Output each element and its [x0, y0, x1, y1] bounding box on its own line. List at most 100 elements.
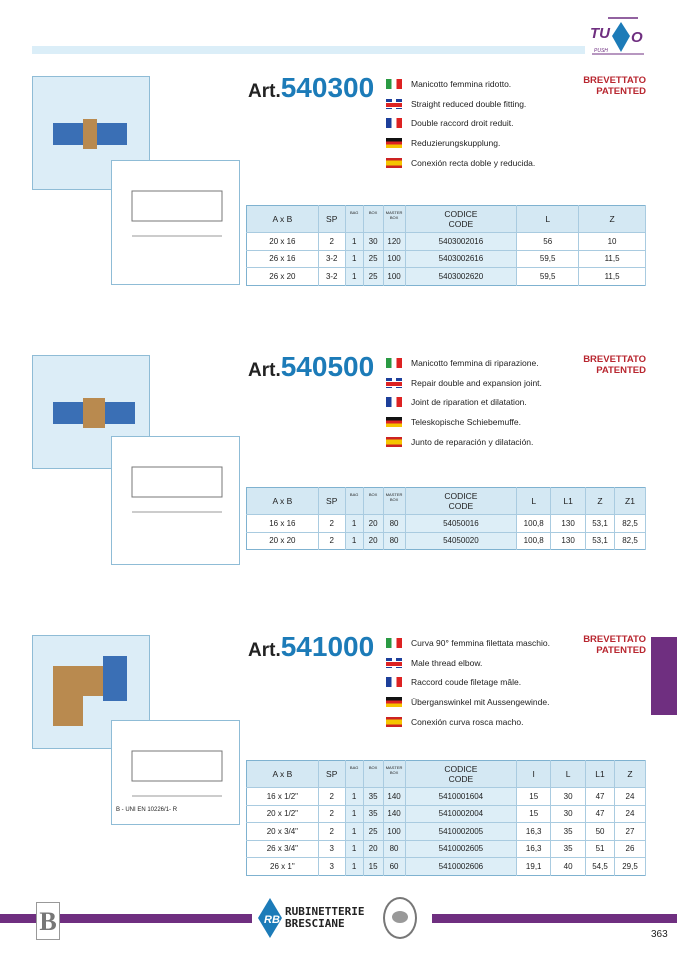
table-cell: 35 [550, 822, 587, 840]
flag-uk-icon [386, 98, 402, 109]
product-photo [32, 635, 150, 749]
column-header: L1 [585, 760, 615, 788]
descriptions: Curva 90° femmina filettata maschio.Male… [386, 633, 550, 731]
description-uk: Repair double and expansion joint. [386, 373, 542, 393]
table-cell: 20 x 1/2" [246, 804, 319, 823]
svg-text:TU: TU [590, 25, 611, 42]
table-cell: 100,8 [516, 514, 552, 532]
table-cell: 5403002016 [405, 232, 518, 250]
column-header: BOX [363, 487, 384, 515]
description-it: Manicotto femmina ridotto. [386, 74, 535, 94]
table-cell: 140 [383, 787, 406, 805]
flag-it-icon [386, 637, 402, 648]
column-header: L [516, 487, 552, 515]
flag-fr-icon [386, 677, 402, 688]
product-photo [32, 76, 150, 190]
flag-es-icon [386, 716, 402, 727]
footer-bar-right [432, 914, 677, 923]
table-cell: 54,5 [585, 857, 615, 875]
table-cell: 2 [318, 531, 346, 550]
table-cell: 2 [318, 232, 346, 250]
table-cell: 5410002606 [405, 857, 518, 875]
table-cell: 20 x 16 [246, 232, 319, 250]
table-cell: 3 [318, 839, 346, 858]
iso-certification-seal [383, 897, 417, 939]
table-cell: 54050020 [405, 531, 518, 550]
description-de: Überganswinkel mit Aussengewinde. [386, 692, 550, 712]
table-cell: 59,5 [516, 249, 580, 268]
table-cell: 16,3 [516, 839, 552, 858]
description-de: Teleskopische Schiebemuffe. [386, 412, 542, 432]
column-header: CODICE CODE [405, 205, 518, 233]
table-cell: 1 [345, 531, 364, 550]
footer-bar-left [0, 914, 252, 923]
description-it: Manicotto femmina di riparazione. [386, 353, 542, 373]
table-cell: 16 x 1/2" [246, 787, 319, 805]
table-cell: 1 [345, 267, 364, 285]
table-cell: 120 [383, 232, 406, 250]
flag-uk-icon [386, 377, 402, 388]
column-header: A x B [246, 487, 319, 515]
table-cell: 26 x 3/4" [246, 839, 319, 858]
product-photo [32, 355, 150, 469]
column-header: SP [318, 487, 346, 515]
table-cell: 20 [363, 514, 384, 532]
column-header: BAG [345, 487, 364, 515]
table-cell: 1 [345, 514, 364, 532]
page-number: 363 [651, 929, 668, 940]
flag-fr-icon [386, 118, 402, 129]
column-header: Z [585, 487, 615, 515]
table-cell: 54050016 [405, 514, 518, 532]
table-cell: 5403002616 [405, 249, 518, 268]
table-cell: 80 [383, 839, 406, 858]
table-cell: 20 x 3/4" [246, 822, 319, 840]
technical-drawing [111, 160, 240, 285]
description-uk: Straight reduced double fitting. [386, 94, 535, 114]
table-cell: 11,5 [578, 249, 646, 268]
table-cell: 25 [363, 822, 384, 840]
table-cell: 3-2 [318, 249, 346, 268]
article-title: Art.540300 [248, 72, 375, 103]
drawing-caption: B - UNI EN 10226/1- R [116, 807, 178, 813]
column-header: CODICE CODE [405, 487, 518, 515]
table-cell: 100,8 [516, 531, 552, 550]
table-cell: 26 x 20 [246, 267, 319, 285]
table-cell: 2 [318, 804, 346, 823]
description-fr: Double raccord droit reduit. [386, 113, 535, 133]
table-cell: 3 [318, 857, 346, 875]
table-cell: 5410002005 [405, 822, 518, 840]
column-header: I [516, 760, 552, 788]
table-cell: 2 [318, 822, 346, 840]
table-cell: 27 [614, 822, 646, 840]
section-tab [651, 637, 677, 715]
table-cell: 5403002620 [405, 267, 518, 285]
table-cell: 30 [363, 232, 384, 250]
table-cell: 130 [550, 514, 587, 532]
table-cell: 1 [345, 839, 364, 858]
column-header: L [516, 205, 580, 233]
table-cell: 1 [345, 857, 364, 875]
svg-text:O: O [631, 29, 643, 46]
column-header: A x B [246, 205, 319, 233]
brand-line-1: RUBINETTERIE [285, 905, 365, 918]
table-cell: 25 [363, 267, 384, 285]
table-cell: 35 [550, 839, 587, 858]
table-cell: 100 [383, 822, 406, 840]
table-cell: 26 x 16 [246, 249, 319, 268]
flag-es-icon [386, 157, 402, 168]
column-header: Z1 [614, 487, 646, 515]
flag-fr-icon [386, 397, 402, 408]
